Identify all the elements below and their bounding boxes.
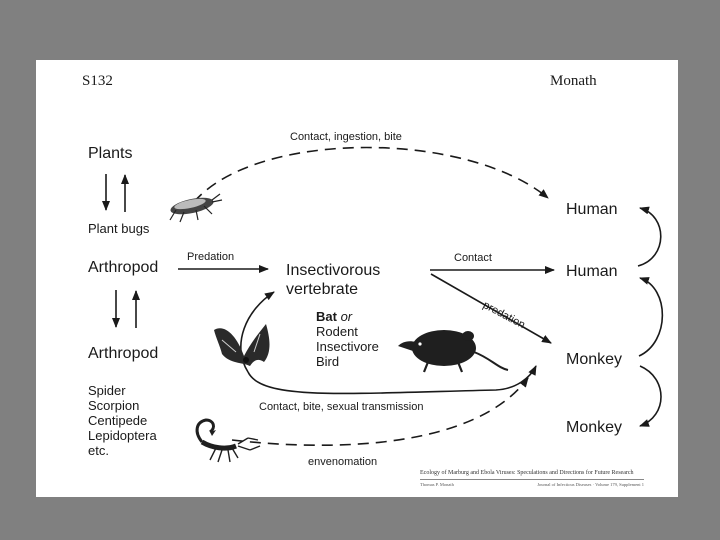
edge-label-contact-ingestion-bite: Contact, ingestion, bite — [290, 131, 402, 143]
list-item: Insectivore — [316, 339, 379, 354]
arthropod-list: Spider Scorpion Centipede Lepidoptera et… — [88, 383, 157, 458]
citation-divider — [420, 479, 644, 480]
plant-bug-icon — [169, 193, 223, 223]
citation-footer: Thomas P. Monath Journal of Infectious D… — [420, 481, 644, 488]
scorpion-icon — [195, 418, 261, 463]
node-label-line: Insectivorous — [286, 262, 381, 279]
edge-label-predation: Predation — [187, 251, 235, 263]
node-arthropod-bottom: Arthropod — [88, 345, 159, 362]
bat-icon — [214, 324, 270, 366]
citation-box: Ecology of Marburg and Ebola Viruses: Sp… — [420, 470, 644, 497]
citation-author: Thomas P. Monath — [420, 482, 454, 487]
list-item: Spider — [88, 383, 126, 398]
edge-envenomation — [231, 377, 529, 447]
list-item: Rodent — [316, 324, 358, 339]
node-plants: Plants — [88, 145, 133, 162]
list-item: Lepidoptera — [88, 428, 157, 443]
node-plant-bugs: Plant bugs — [88, 221, 150, 236]
list-item: etc. — [88, 443, 109, 458]
list-item-or: or — [340, 309, 353, 324]
list-item: Centipede — [88, 413, 148, 428]
edge-contact-ingestion-bite — [193, 146, 549, 203]
node-insectivorous-vertebrate: Insectivorous vertebrate — [286, 261, 380, 299]
list-item: Bat or — [316, 309, 379, 324]
diagram-edges — [102, 146, 664, 463]
slide-author: Monath — [550, 73, 597, 89]
citation-title: Ecology of Marburg and Ebola Viruses: Sp… — [420, 470, 634, 476]
node-label-line: vertebrate — [286, 281, 359, 298]
curve-human-to-human — [637, 206, 662, 267]
vertebrate-list: Bat or Rodent Insectivore Bird — [316, 309, 379, 369]
node-arthropod-top: Arthropod — [88, 259, 159, 276]
curve-monkey-to-human — [638, 277, 664, 357]
edge-loop-bottom — [247, 365, 537, 395]
list-item: Bird — [316, 354, 340, 369]
list-item-bat: Bat — [316, 309, 337, 324]
node-human-top: Human — [566, 201, 618, 218]
node-monkey-bottom: Monkey — [566, 419, 623, 436]
node-monkey-top: Monkey — [566, 351, 623, 368]
curve-monkey-to-monkey — [639, 365, 662, 427]
edge-label-envenomation: envenomation — [308, 456, 378, 468]
shrew-icon — [398, 330, 509, 373]
citation-source: Journal of Infectious Diseases · Volume … — [537, 482, 644, 487]
edge-predation-diagonal — [430, 273, 552, 344]
edge-label-contact: Contact — [454, 252, 492, 264]
slide-id: S132 — [82, 73, 113, 89]
list-item: Scorpion — [88, 398, 140, 413]
edge-label-contact-bite-sexual: Contact, bite, sexual transmission — [259, 401, 424, 413]
diagram-slide: S132 Monath Plants Plant bugs Arthropod … — [36, 60, 678, 497]
node-human-mid: Human — [566, 263, 618, 280]
